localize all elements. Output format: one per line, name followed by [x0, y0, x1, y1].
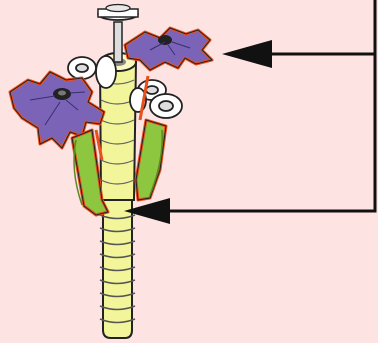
upper-callout-arrowhead — [222, 40, 272, 68]
upper-callout-line — [268, 0, 375, 54]
lower-callout-line — [170, 54, 375, 211]
white-part-center — [96, 56, 116, 88]
upper-callout — [222, 0, 375, 68]
leaf-right — [136, 120, 166, 200]
top-knob-rod — [114, 22, 122, 62]
flower-top-right — [125, 28, 212, 70]
flower-top-right-center — [158, 35, 172, 45]
